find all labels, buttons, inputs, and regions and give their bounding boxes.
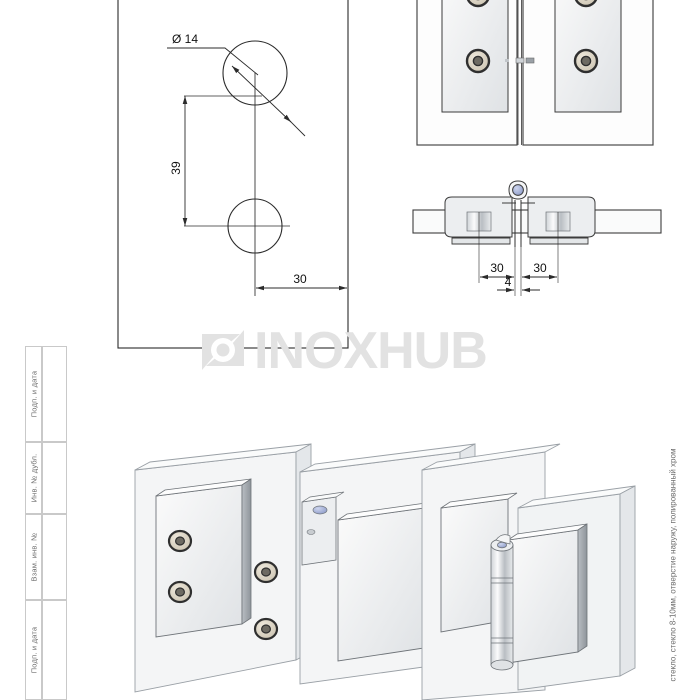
- iso-leaf-right: [507, 529, 579, 664]
- title-block-value-inv-no-dubl: [42, 442, 67, 514]
- screw-head: [466, 0, 490, 8]
- title-block-value-podp-i-data-top: [42, 346, 67, 442]
- iso-plate-left: [155, 484, 243, 638]
- screw-head: [167, 529, 193, 553]
- view-front: [416, 0, 654, 146]
- screw-head: [253, 560, 279, 584]
- title-block-label: Подп. и дата: [29, 370, 38, 418]
- dim-hole-spacing: 39: [169, 161, 183, 175]
- screw-head: [253, 617, 279, 641]
- view-drill-detail: Ø 14 39 30: [117, 0, 349, 349]
- screw-head: [167, 580, 193, 604]
- iso-hinge-barrel: [490, 538, 514, 671]
- screw-head: [573, 48, 599, 74]
- screw-head: [465, 48, 491, 74]
- title-block-value-vzam-inv-no: [42, 514, 67, 600]
- dim-section-gap: 4: [505, 275, 512, 289]
- dim-edge-offset: 30: [293, 272, 307, 286]
- title-block-label: Инв. № дубл.: [29, 453, 38, 503]
- side-note: стекло, стекло 8-10мм, отверстие наружу,…: [663, 432, 683, 698]
- view-iso-rear: [421, 443, 636, 700]
- view-section: 30 30 4: [412, 180, 662, 296]
- title-block-cell-podp-i-data-bot: Подп. и дата: [25, 600, 42, 700]
- title-block-label: Подп. и дата: [29, 626, 38, 674]
- title-block-cell-podp-i-data-top: Подп. и дата: [25, 346, 42, 442]
- title-block-label: Взам. инв. №: [29, 532, 38, 582]
- view-iso-front: [134, 443, 476, 693]
- iso-plate-right: [337, 507, 425, 662]
- dim-section-right: 30: [533, 261, 547, 275]
- hinge-pin: [512, 184, 524, 196]
- title-block-cell-vzam-inv-no: Взам. инв. №: [25, 514, 42, 600]
- iso-pin-head: [312, 505, 328, 515]
- dim-hole-diameter: Ø 14: [172, 32, 198, 46]
- title-block-cell-inv-no-dubl: Инв. № дубл.: [25, 442, 42, 514]
- screw-head: [574, 0, 598, 8]
- dim-section-left: 30: [490, 261, 504, 275]
- side-note-text: стекло, стекло 8-10мм, отверстие наружу,…: [668, 448, 678, 682]
- title-block-value-podp-i-data-bot: [42, 600, 67, 700]
